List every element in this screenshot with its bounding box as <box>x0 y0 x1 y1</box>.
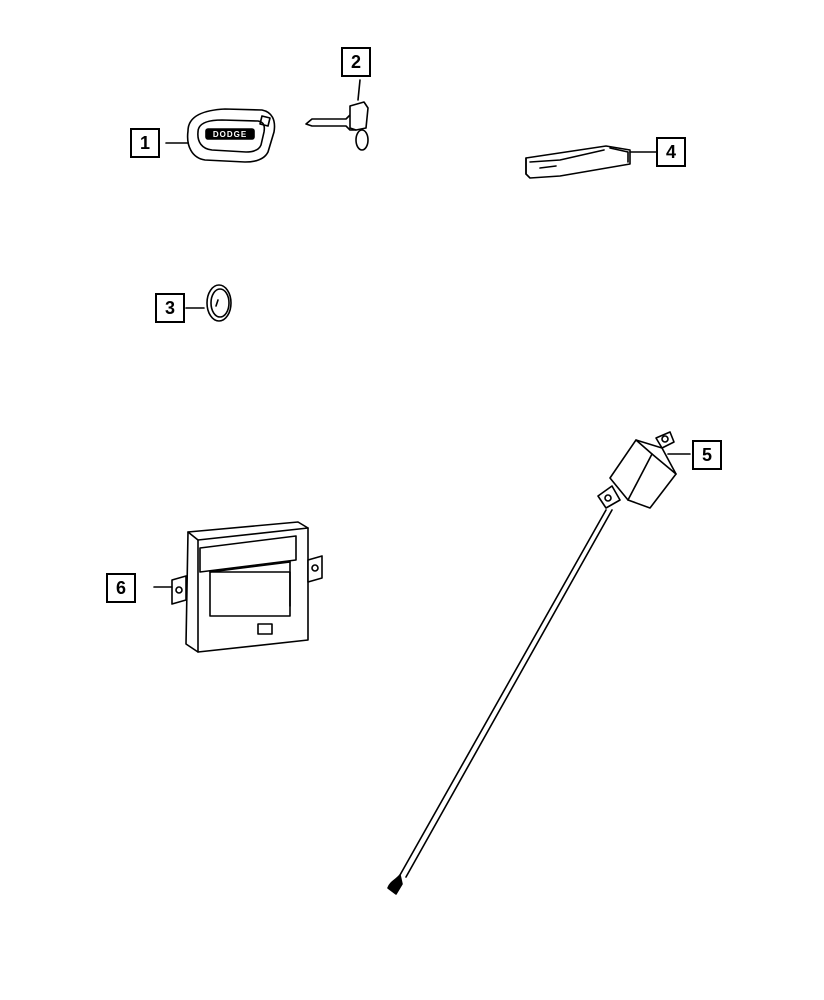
callout-2: 2 <box>341 47 371 77</box>
callout-4: 4 <box>656 137 686 167</box>
fob-brand-text: DODGE <box>213 130 247 139</box>
callout-6-label: 6 <box>115 577 126 598</box>
antenna-module-illustration <box>525 145 657 179</box>
callout-6: 6 <box>106 573 136 603</box>
battery-illustration <box>185 284 232 322</box>
key-blade-illustration <box>305 79 369 151</box>
control-module-illustration <box>153 521 323 653</box>
callout-1: 1 <box>130 128 160 158</box>
key-fob-illustration: DODGE <box>165 108 276 163</box>
callout-3-label: 3 <box>164 297 175 318</box>
callout-1-label: 1 <box>139 132 150 153</box>
callout-5-label: 5 <box>701 444 712 465</box>
antenna-cable-illustration <box>387 431 691 895</box>
callout-3: 3 <box>155 293 185 323</box>
callout-4-label: 4 <box>665 141 676 162</box>
callout-2-label: 2 <box>350 51 361 72</box>
callout-5: 5 <box>692 440 722 470</box>
